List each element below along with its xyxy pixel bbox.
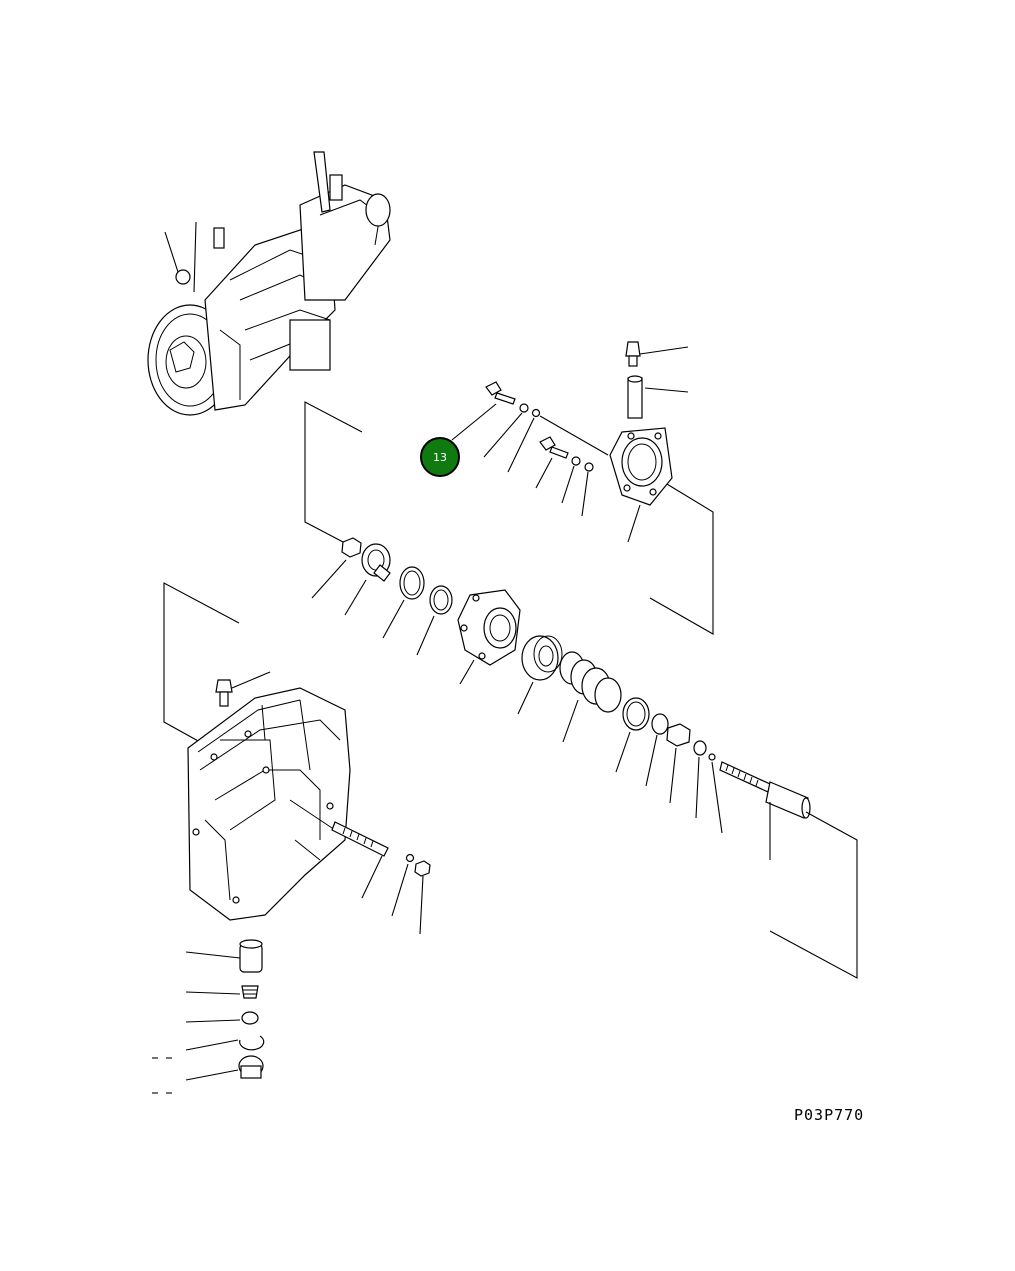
hotspot-label[interactable]: 13 <box>433 451 447 464</box>
callout-hotspot-13[interactable]: 13 <box>420 437 460 477</box>
bracket-frame-upper <box>304 401 714 635</box>
drawing-code: P03P770 <box>794 1106 864 1124</box>
cover-plate-group <box>451 341 689 543</box>
governor-housing-illustration <box>152 582 431 1094</box>
middle-parts-row <box>311 537 858 979</box>
hotspot-badge[interactable] <box>420 437 460 477</box>
pump-assembly-illustration <box>147 151 391 416</box>
